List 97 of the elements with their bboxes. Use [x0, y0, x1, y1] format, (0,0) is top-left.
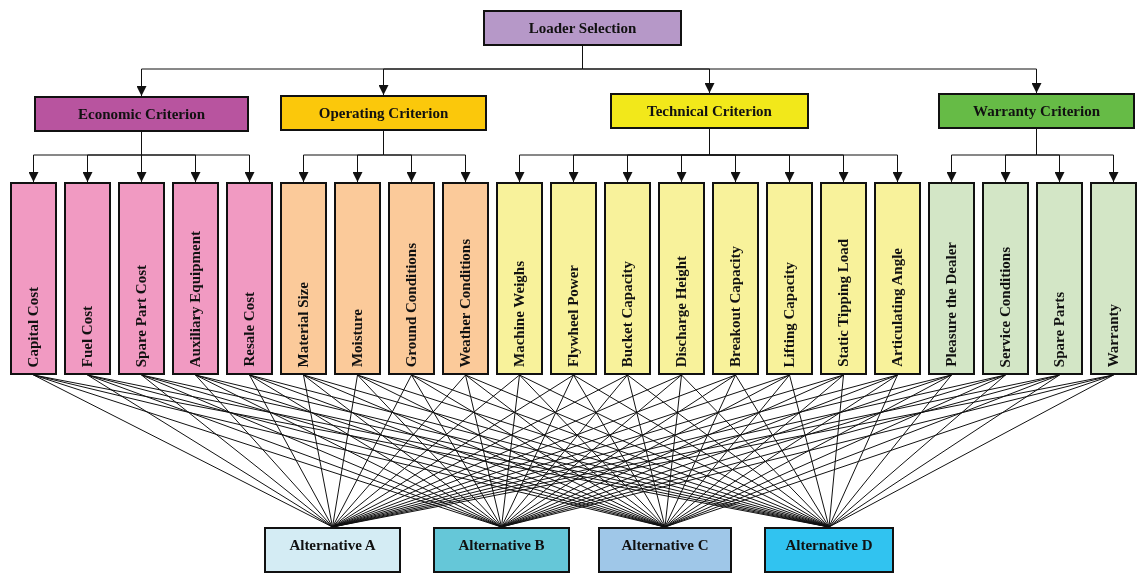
node-label: Moisture [349, 308, 366, 367]
node-label: Bucket Capacity [619, 260, 636, 367]
subcriterion-box [226, 182, 273, 375]
subcriterion-box [982, 182, 1029, 375]
connector-line [332, 374, 466, 528]
node-label: Alternative C [621, 537, 709, 554]
node-label: Pleasure the Dealer [943, 242, 960, 367]
connector-line [332, 374, 520, 528]
node-label: Operating Criterion [318, 104, 449, 122]
connector-line [195, 374, 333, 528]
subcriterion-box [10, 182, 57, 375]
connector-line [519, 374, 666, 528]
node-label: Capital Cost [25, 286, 42, 367]
subcriterion-box [1036, 182, 1083, 375]
subcriterion-box [658, 182, 705, 375]
alternative-box [764, 527, 894, 573]
connector-line [332, 374, 412, 528]
arrow [383, 130, 471, 183]
subcriterion-box [442, 182, 489, 375]
node-label: Resale Cost [241, 292, 258, 367]
arrow [1036, 128, 1119, 183]
arrow [141, 131, 255, 183]
subcriterion-box [172, 182, 219, 375]
node-label: Warranty Criterion [972, 102, 1101, 120]
connector-line [465, 374, 502, 528]
subcriterion-box [118, 182, 165, 375]
node-label: Breakout Capacity [727, 246, 744, 367]
node-label: Alternative D [785, 537, 873, 554]
node-label: Machine Weighs [511, 261, 528, 367]
connector-line [828, 374, 898, 528]
alternative-box [598, 527, 732, 573]
connector-line [664, 374, 844, 528]
node-label: Economic Criterion [77, 105, 206, 123]
connector-line [303, 374, 333, 528]
node-label: Fuel Cost [79, 305, 96, 367]
connector-line [249, 374, 502, 528]
node-label: Spare Parts [1051, 291, 1068, 367]
node-label: Material Size [295, 281, 312, 367]
subcriterion-box [64, 182, 111, 375]
node-label: Alternative A [289, 537, 376, 554]
connector-line [87, 374, 333, 528]
node-label: Articulating Angle [889, 248, 906, 367]
connector-line [789, 374, 830, 528]
node-label: Service Conditions [997, 246, 1014, 367]
node-label: Static Tipping Load [835, 239, 852, 367]
connector-line [501, 374, 574, 528]
subcriterion-box [334, 182, 381, 375]
node-label: Weather Conditions [457, 238, 474, 367]
node-label: Ground Conditions [403, 242, 420, 367]
connector-line [735, 374, 830, 528]
connector-line [828, 374, 952, 528]
connector-line [828, 374, 1114, 528]
node-label: Spare Part Cost [133, 264, 150, 367]
criterion-box [938, 93, 1135, 129]
subcriterion-box [388, 182, 435, 375]
criterion-box [610, 93, 809, 129]
subcriterion-box [928, 182, 975, 375]
connector-line [501, 374, 682, 528]
subcriterion-box [280, 182, 327, 375]
subcriterion-box [712, 182, 759, 375]
connector-line [681, 374, 830, 528]
connector-line [249, 374, 333, 528]
node-label: Alternative B [458, 537, 545, 554]
connector-line [303, 374, 502, 528]
connector-line [465, 374, 666, 528]
connector-line [828, 374, 1006, 528]
connector-line [573, 374, 666, 528]
node-label: Loader Selection [528, 19, 637, 37]
connector-line [664, 374, 682, 528]
connector-line [828, 374, 844, 528]
subcriterion-box [820, 182, 867, 375]
node-label: Lifting Capacity [781, 261, 798, 367]
criterion-box [280, 95, 487, 131]
connector-line [627, 374, 666, 528]
subcriterion-box [550, 182, 597, 375]
subcriterion-box [496, 182, 543, 375]
subcriterion-box [604, 182, 651, 375]
subcriterion-box [874, 182, 921, 375]
connector-line [411, 374, 502, 528]
node-label: Flywheel Power [565, 264, 582, 367]
connector-line [332, 374, 358, 528]
subcriterion-box [1090, 182, 1137, 375]
connector-line [357, 374, 502, 528]
node-label: Technical Criterion [647, 102, 772, 120]
subcriterion-box [766, 182, 813, 375]
connector-line [664, 374, 790, 528]
node-label: Discharge Height [673, 255, 690, 367]
alternative-box [264, 527, 401, 573]
node-label: Warranty [1105, 303, 1122, 367]
connector-line [627, 374, 830, 528]
criterion-box [34, 96, 249, 132]
node-label: Auxiliary Equipment [187, 230, 204, 367]
connector-line [501, 374, 520, 528]
arrow [709, 128, 903, 183]
connector-line [664, 374, 736, 528]
goal-box [483, 10, 682, 46]
alternative-box [433, 527, 570, 573]
